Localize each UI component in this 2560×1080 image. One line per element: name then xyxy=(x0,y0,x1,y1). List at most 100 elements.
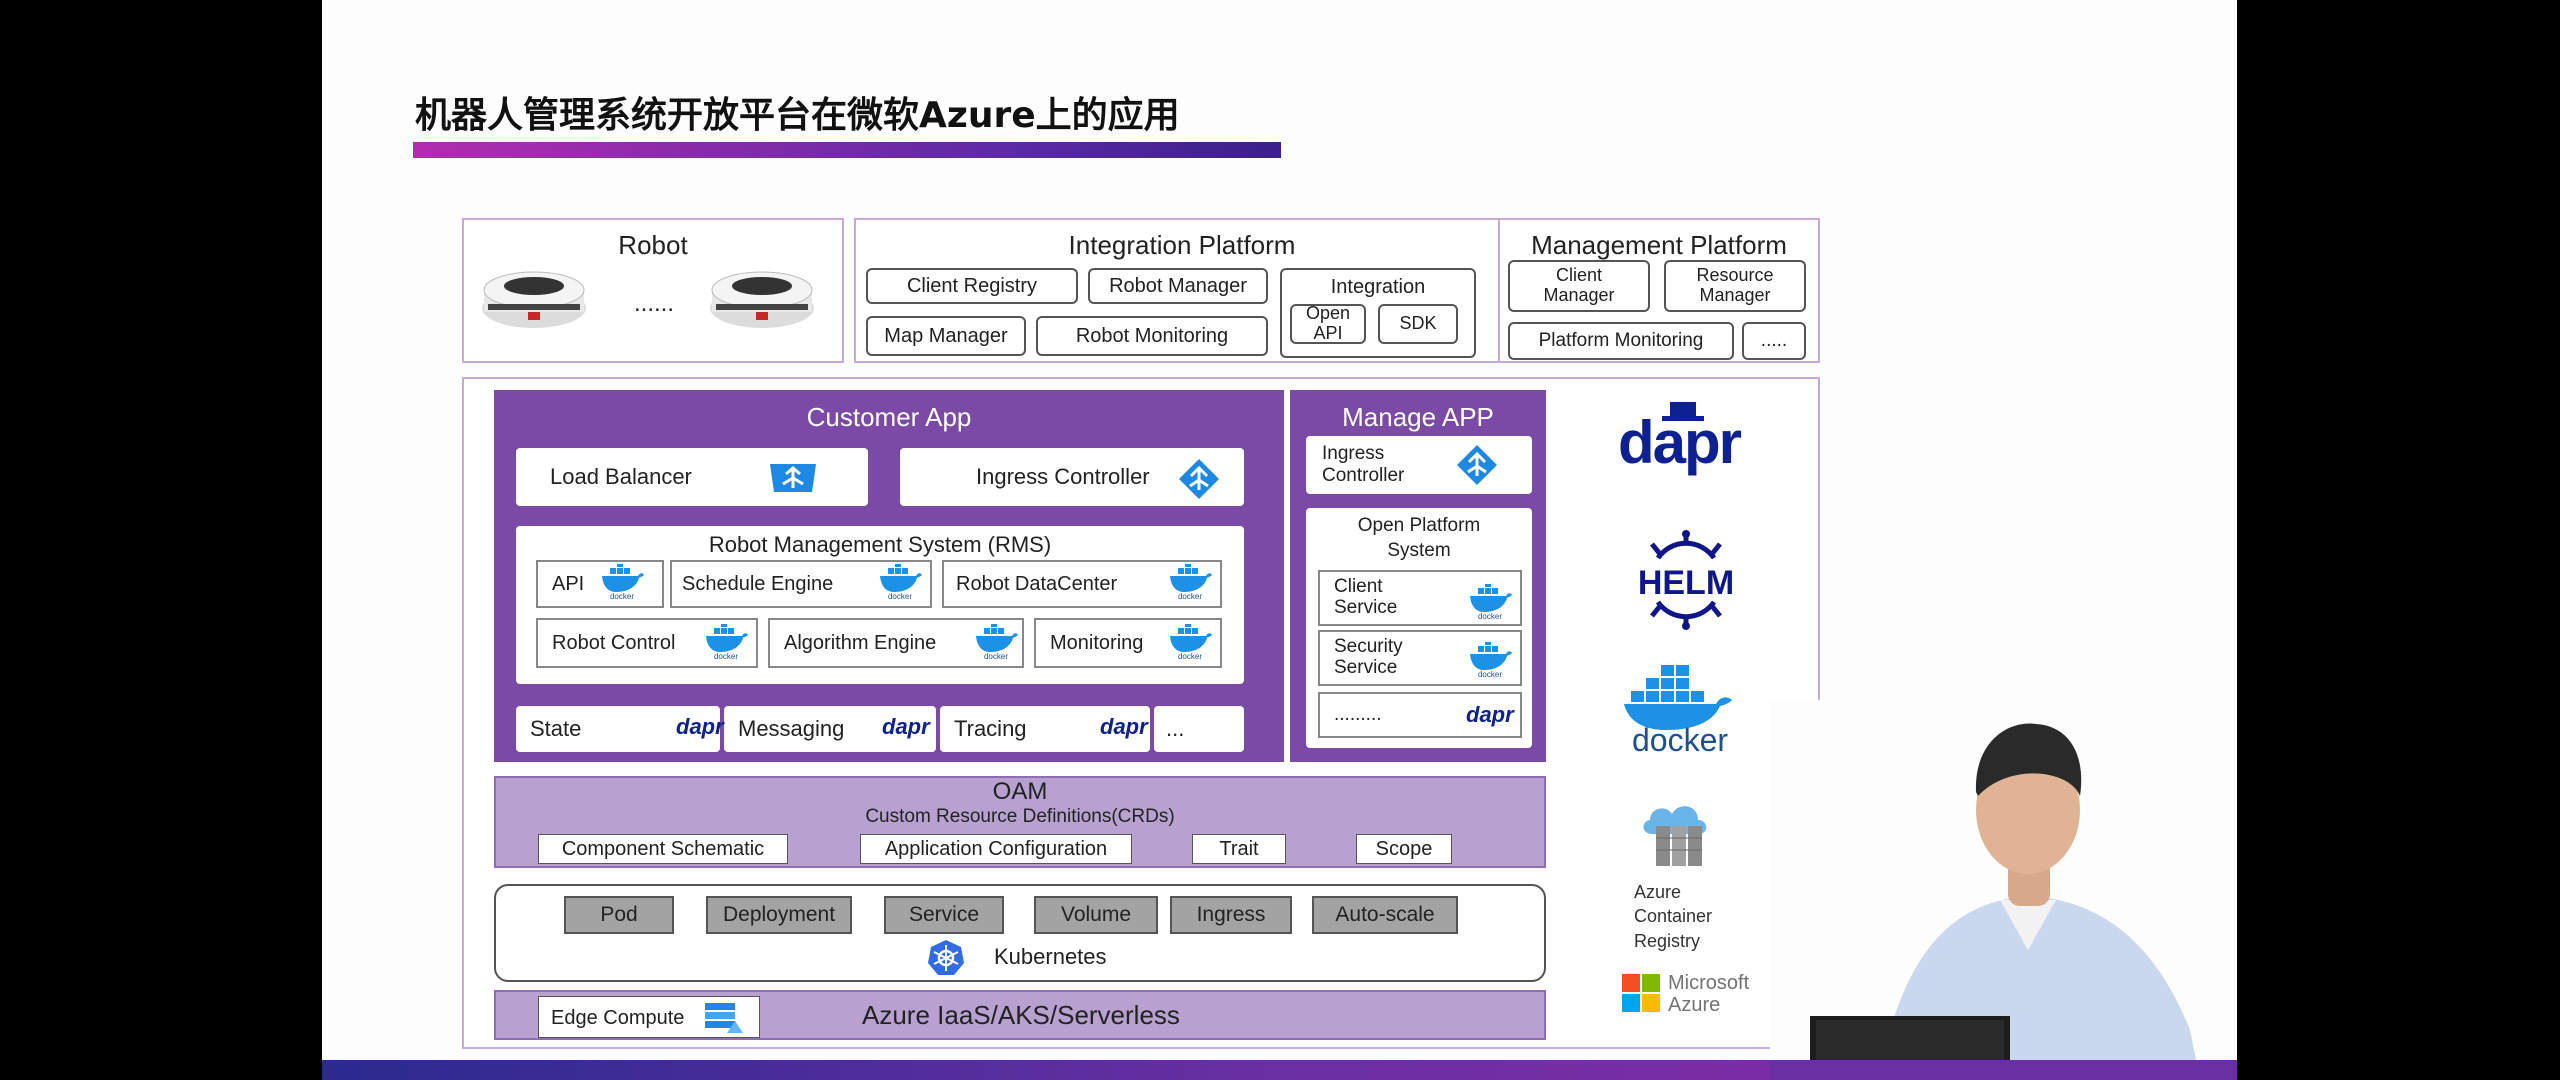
edge-compute-label: Edge Compute xyxy=(551,1007,685,1029)
oam-panel: OAM Custom Resource Definitions(CRDs) Co… xyxy=(494,776,1546,868)
security-service-label: Security Service xyxy=(1334,636,1403,678)
microsoft-azure-logo: Microsoft Azure xyxy=(1622,970,1782,1016)
api-box: API xyxy=(536,560,664,608)
docker-whale-icon: docker xyxy=(602,564,644,600)
manage-more-box: ......... xyxy=(1318,692,1522,738)
rms-title: Robot Management System (RMS) xyxy=(708,532,1052,557)
schedule-engine-label: Schedule Engine xyxy=(682,573,834,595)
manage-ingress-label: Ingress Controller xyxy=(1322,443,1405,486)
svg-text:docker: docker xyxy=(1478,670,1502,678)
dapr-logo-small: dapr xyxy=(882,714,930,739)
docker-whale-icon: docker xyxy=(880,564,922,600)
edge-compute-box: Edge Compute xyxy=(538,996,760,1038)
robot-image-left xyxy=(478,260,590,340)
state-label: State xyxy=(530,716,582,741)
customer-app-more-box: ... xyxy=(1154,706,1244,752)
robot-image-right xyxy=(706,260,818,340)
slide: 机器人管理系统开放平台在微软Azure上的应用 Robot ...... xyxy=(322,0,2237,1080)
acr-label: Azure Container Registry xyxy=(1634,882,1713,951)
ingress-controller-label: Ingress Controller xyxy=(976,464,1150,489)
tracing-box: Tracing xyxy=(940,706,1150,752)
tracing-label: Tracing xyxy=(954,716,1027,741)
messaging-box: Messaging xyxy=(724,706,936,752)
ingress-controller-box: Ingress Controller xyxy=(900,448,1244,506)
dapr-logo-text: dapr xyxy=(1618,409,1742,476)
svg-text:docker: docker xyxy=(1178,592,1202,600)
open-platform-title: Open Platform System xyxy=(1357,515,1481,561)
application-configuration-box: Application Configuration xyxy=(860,834,1132,864)
microsoft-logo xyxy=(1622,974,1660,1012)
client-registry-box: Client Registry xyxy=(866,268,1078,304)
deployment-box: Deployment xyxy=(706,896,852,934)
load-balancer-label: Load Balancer xyxy=(550,464,692,489)
dapr-logo: dapr xyxy=(1618,400,1746,496)
state-box: State xyxy=(516,706,720,752)
page-title: 机器人管理系统开放平台在微软Azure上的应用 xyxy=(415,95,1180,136)
helm-logo: HELM xyxy=(1636,530,1736,630)
docker-whale-icon: docker xyxy=(1170,624,1212,660)
docker-whale-icon: docker xyxy=(706,624,748,660)
robot-panel: Robot ...... xyxy=(462,218,844,363)
resource-manager-box: Resource Manager xyxy=(1664,260,1806,312)
integration-platform-panel: Integration Platform Client Registry Rob… xyxy=(854,218,1510,363)
customer-app-title: Customer App xyxy=(806,402,972,432)
sdk-box: SDK xyxy=(1378,304,1458,344)
robot-control-label: Robot Control xyxy=(552,632,676,654)
microsoft-label: Microsoft xyxy=(1668,972,1750,994)
docker-logo-text: docker xyxy=(1631,722,1729,758)
pod-box: Pod xyxy=(564,896,674,934)
presenter-video xyxy=(1770,700,2237,1080)
docker-whale-icon: docker xyxy=(1170,564,1212,600)
monitoring-label: Monitoring xyxy=(1050,632,1144,654)
dapr-logo-small: dapr xyxy=(1466,702,1514,727)
dapr-logo-small: dapr xyxy=(1100,714,1148,739)
azure-label: Azure xyxy=(1668,994,1721,1016)
oam-subtitle: Custom Resource Definitions(CRDs) xyxy=(865,806,1175,827)
integration-platform-title: Integration Platform xyxy=(1068,230,1296,260)
component-schematic-box: Component Schematic xyxy=(538,834,788,864)
management-more-box: ..... xyxy=(1742,322,1806,360)
algorithm-engine-label: Algorithm Engine xyxy=(784,632,937,654)
trait-box: Trait xyxy=(1192,834,1286,864)
docker-whale-icon: docker xyxy=(1470,642,1512,678)
svg-text:docker: docker xyxy=(1178,652,1202,660)
client-service-label: Client Service xyxy=(1334,576,1398,618)
helm-logo-text: HELM xyxy=(1637,564,1735,602)
title-underline xyxy=(413,142,1281,158)
volume-box: Volume xyxy=(1034,896,1158,934)
azure-container-registry-icon xyxy=(1643,806,1707,866)
ingress-icon xyxy=(1457,445,1497,485)
platform-monitoring-box: Platform Monitoring xyxy=(1508,322,1734,360)
azure-iaas-label: Azure IaaS/AKS/Serverless xyxy=(862,1000,1180,1030)
kubernetes-label: Kubernetes xyxy=(994,944,1107,969)
customer-app-more-label: ... xyxy=(1166,716,1185,741)
ingress-icon xyxy=(1179,459,1219,499)
svg-text:docker: docker xyxy=(714,652,738,660)
dapr-logo-small: dapr xyxy=(676,714,724,739)
open-api-box: Open API xyxy=(1290,303,1366,344)
svg-text:docker: docker xyxy=(888,592,912,600)
kubernetes-icon xyxy=(928,940,964,975)
load-balancer-icon xyxy=(770,464,816,492)
map-manager-box: Map Manager xyxy=(866,316,1026,356)
integration-label: Integration xyxy=(1330,276,1426,298)
robot-manager-box: Robot Manager xyxy=(1088,268,1268,304)
ingress-box: Ingress xyxy=(1170,896,1292,934)
svg-text:docker: docker xyxy=(1478,612,1502,620)
oam-title: OAM xyxy=(992,778,1048,805)
api-label: API xyxy=(552,573,585,595)
messaging-label: Messaging xyxy=(738,716,845,741)
manage-ingress-box: Ingress Controller xyxy=(1306,436,1532,494)
bottom-gradient-bar xyxy=(322,1060,2237,1080)
load-balancer-box: Load Balancer xyxy=(516,448,868,506)
autoscale-box: Auto-scale xyxy=(1312,896,1458,934)
management-platform-title: Management Platform xyxy=(1531,230,1787,260)
azure-container-registry-logo xyxy=(1632,796,1732,868)
manage-more-label: ......... xyxy=(1334,703,1382,725)
robot-datacenter-box: Robot DataCenter xyxy=(942,560,1222,608)
client-manager-box: Client Manager xyxy=(1508,260,1650,312)
svg-text:docker: docker xyxy=(984,652,1008,660)
svg-text:docker: docker xyxy=(610,592,634,600)
docker-logo: docker xyxy=(1620,662,1740,762)
robot-datacenter-label: Robot DataCenter xyxy=(956,573,1118,595)
